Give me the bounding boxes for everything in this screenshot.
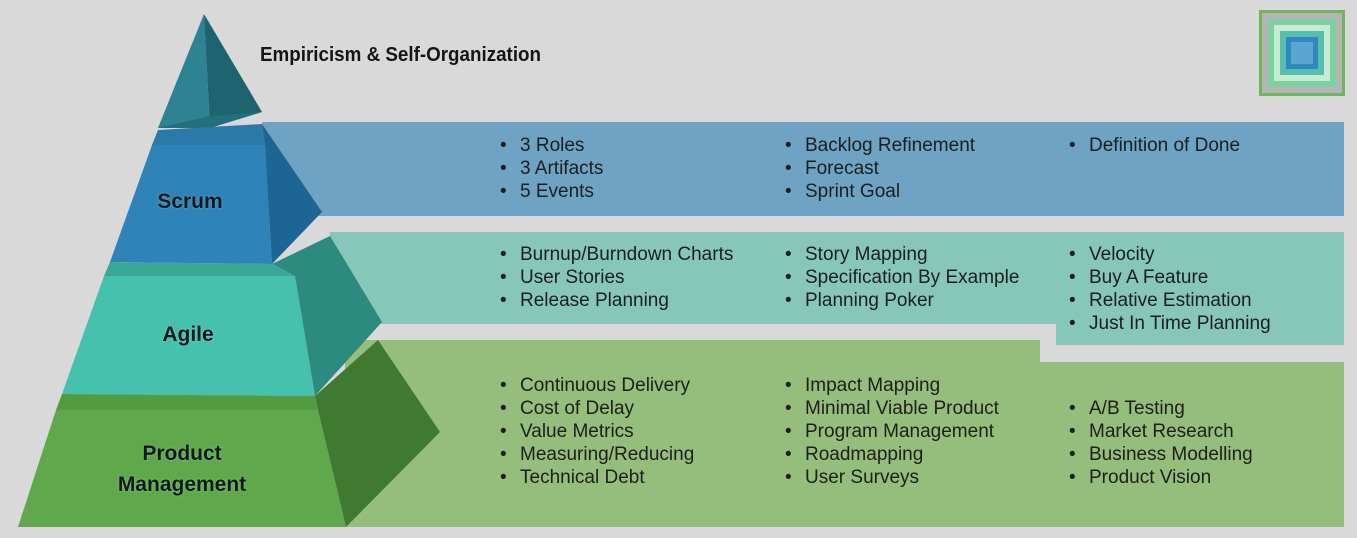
pyramid-scrum-top [152,124,265,145]
nested-squares-icon [1259,10,1345,96]
pyramid-agile-side [272,236,382,396]
list-item: Technical Debt [500,466,694,489]
list-item: Definition of Done [1069,134,1240,157]
list-item: Product Vision [1069,466,1253,489]
tier-label-product-line1: Product [142,442,222,465]
product-column-2: Impact Mapping Minimal Viable Product Pr… [785,374,999,489]
scrum-column-1: 3 Roles 3 Artifacts 5 Events [500,134,603,203]
agile-column-1: Burnup/Burndown Charts User Stories Rele… [500,243,733,312]
list-item: Relative Estimation [1069,289,1271,312]
list-item: 5 Events [500,180,603,203]
list-item: User Stories [500,266,733,289]
pyramid-product-side [315,340,440,527]
list-item: Planning Poker [785,289,1019,312]
list-item: Value Metrics [500,420,694,443]
list-item: Just In Time Planning [1069,312,1271,335]
agile-column-3: Velocity Buy A Feature Relative Estimati… [1069,243,1271,335]
list-item: Velocity [1069,243,1271,266]
pyramid-product-top [56,394,318,410]
scrum-column-2: Backlog Refinement Forecast Sprint Goal [785,134,975,203]
list-item: Minimal Viable Product [785,397,999,420]
tier-label-scrum: Scrum [157,190,223,213]
list-item: Program Management [785,420,999,443]
scrum-column-3: Definition of Done [1069,134,1240,157]
list-item: Impact Mapping [785,374,999,397]
list-item: Buy A Feature [1069,266,1271,289]
pyramid-agile-front [62,276,315,396]
list-item: Release Planning [500,289,733,312]
pyramid-apex-right [204,14,262,128]
list-item: Business Modelling [1069,443,1253,466]
agile-column-2: Story Mapping Specification By Example P… [785,243,1019,312]
tier-label-product-line2: Management [117,473,247,496]
diagram-title: Empiricism & Self-Organization [260,44,542,66]
tier-label-agile: Agile [162,323,214,346]
pyramid-apex-base [158,112,262,128]
list-item: Cost of Delay [500,397,694,420]
tier-label-product-management: Product Management [82,438,282,500]
pyramid-agile-top [104,262,295,276]
product-column-3: A/B Testing Market Research Business Mod… [1069,397,1253,489]
pyramid-scrum-side [262,124,322,264]
pyramid-product-front [18,410,346,527]
list-item: Specification By Example [785,266,1019,289]
list-item: Story Mapping [785,243,1019,266]
pyramid-scrum-front [110,145,272,264]
product-column-1: Continuous Delivery Cost of Delay Value … [500,374,694,489]
list-item: User Surveys [785,466,999,489]
list-item: 3 Roles [500,134,603,157]
list-item: Measuring/Reducing [500,443,694,466]
list-item: Roadmapping [785,443,999,466]
list-item: Backlog Refinement [785,134,975,157]
list-item: 3 Artifacts [500,157,603,180]
list-item: Continuous Delivery [500,374,694,397]
list-item: Sprint Goal [785,180,975,203]
pyramid-apex-left [158,14,210,128]
list-item: A/B Testing [1069,397,1253,420]
list-item: Burnup/Burndown Charts [500,243,733,266]
list-item: Forecast [785,157,975,180]
list-item: Market Research [1069,420,1253,443]
